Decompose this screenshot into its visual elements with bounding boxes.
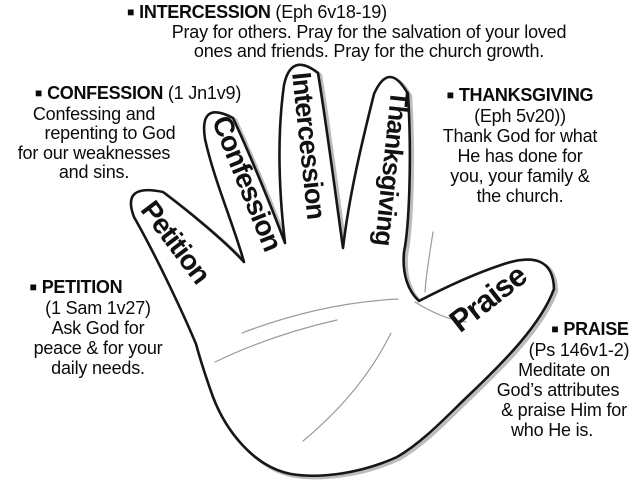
section-thanksgiving-reference: (Eph 5v20)) [474,106,566,126]
section-thanksgiving-body-line: He has done for [457,146,583,166]
section-petition: ■ PETITION (1 Sam 1v27) Ask God for peace… [18,277,178,378]
section-confession-title: CONFESSION [47,83,164,103]
section-praise-body-line: Meditate on [518,360,610,380]
hand-outline-path [129,63,556,477]
section-intercession-heading: ■ INTERCESSION (Eph 6v18-19) [28,3,486,22]
section-intercession-body-line: Pray for others. Pray for the salvation … [171,22,567,42]
bullet-square-icon: ■ [29,280,37,294]
section-thanksgiving-heading: ■ THANKSGIVING [430,85,610,105]
section-confession: ■ CONFESSION (1 Jn1v9) Confessing and rep… [2,83,242,183]
section-praise-reference: (Ps 146v1-2) [528,340,630,360]
section-intercession: ■ INTERCESSION (Eph 6v18-19) Pray for oth… [127,3,598,61]
palm-crease-upper [241,298,399,334]
section-intercession-body-line: ones and friends. Pray for the church gr… [193,41,545,61]
section-praise-body-line: who He is. [510,420,594,440]
section-intercession-reference: (Eph 6v18-19) [275,2,387,22]
section-confession-reference: (1 Jn1v9) [167,83,242,103]
section-confession-body-line: for our weaknesses [17,142,171,163]
section-thanksgiving-body-line: you, your family & [450,166,590,186]
section-praise-body-line: & praise Him for [501,400,627,420]
section-confession-body-line: repenting to God [44,123,176,143]
section-praise-title: PRAISE [563,319,629,339]
section-praise-heading: ■ PRAISE [512,319,640,339]
section-thanksgiving: ■ THANKSGIVING (Eph 5v20)) Thank God for … [430,85,610,206]
section-petition-reference: (1 Sam 1v27) [45,298,151,318]
thumb-base-crease [414,301,467,323]
section-thanksgiving-body-line: the church. [476,186,564,206]
section-confession-body-line: and sins. [58,162,130,182]
section-petition-heading: ■ PETITION [0,277,156,297]
palm-crease-middle [214,319,338,363]
section-praise-body-line: God’s attributes [496,380,620,400]
section-petition-body-line: daily needs. [51,358,145,378]
section-thanksgiving-title: THANKSGIVING [458,85,594,105]
bullet-square-icon: ■ [127,5,135,19]
hand-edge-detail-line [424,231,434,293]
section-thanksgiving-body-line: Thank God for what [442,126,598,146]
section-petition-title: PETITION [41,277,123,297]
section-petition-body-line: peace & for your [33,338,163,358]
section-confession-body-line: Confessing and [32,103,156,124]
bullet-square-icon: ■ [446,88,454,102]
section-confession-heading: ■ CONFESSION (1 Jn1v9) [35,83,241,104]
section-praise: ■ PRAISE (Ps 146v1-2) Meditate on God’s a… [486,319,640,440]
section-intercession-title: INTERCESSION [139,2,271,22]
section-petition-body-line: Ask God for [51,318,145,338]
bullet-square-icon: ■ [551,322,559,336]
palm-crease-life-line [302,332,392,442]
bullet-square-icon: ■ [35,86,43,100]
